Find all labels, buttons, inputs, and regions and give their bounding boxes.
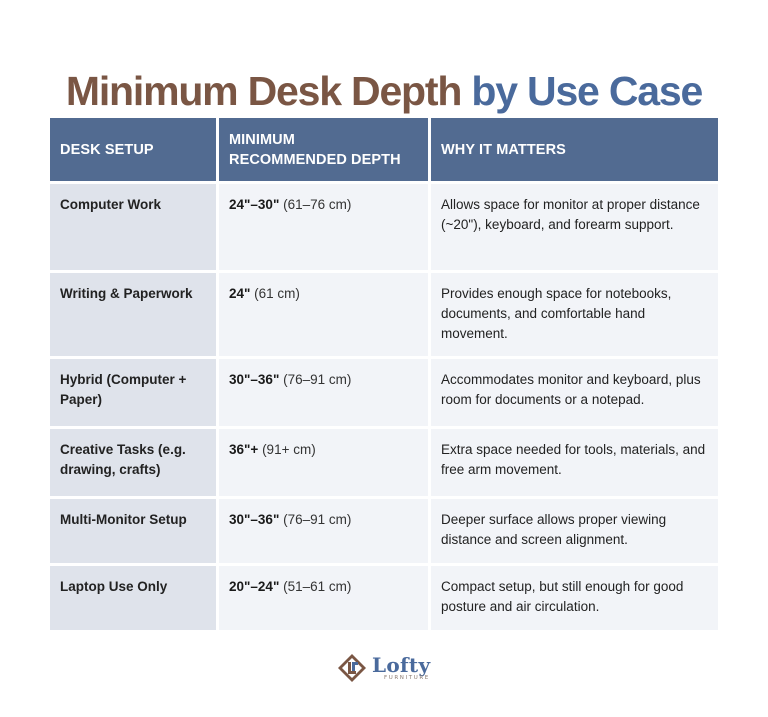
page-title: Minimum Desk Depth by Use Case	[0, 65, 768, 117]
table-row: Creative Tasks (e.g. drawing, crafts) 36…	[50, 429, 718, 496]
depth-cell: 30"–36" (76–91 cm)	[219, 499, 428, 563]
depth-metric: (61–76 cm)	[279, 197, 352, 212]
depth-cell: 20"–24" (51–61 cm)	[219, 566, 428, 630]
setup-cell: Hybrid (Computer + Paper)	[50, 359, 216, 426]
depth-cell: 36"+ (91+ cm)	[219, 429, 428, 496]
depth-cell: 30"–36" (76–91 cm)	[219, 359, 428, 426]
setup-cell: Creative Tasks (e.g. drawing, crafts)	[50, 429, 216, 496]
lofty-furniture-logo-icon	[338, 654, 366, 682]
depth-metric: (61 cm)	[250, 286, 300, 301]
setup-cell: Laptop Use Only	[50, 566, 216, 630]
why-cell: Allows space for monitor at proper dista…	[431, 184, 718, 270]
depth-metric: (76–91 cm)	[279, 512, 352, 527]
header-minimum-depth: MINIMUM RECOMMENDED DEPTH	[219, 118, 428, 181]
depth-metric: (91+ cm)	[258, 442, 316, 457]
brand-logo: Lofty FURNITURE	[337, 652, 430, 684]
why-cell: Extra space needed for tools, materials,…	[431, 429, 718, 496]
table-row: Multi-Monitor Setup 30"–36" (76–91 cm) D…	[50, 499, 718, 563]
depth-cell: 24"–30" (61–76 cm)	[219, 184, 428, 270]
title-part-2: by Use Case	[471, 68, 703, 115]
why-cell: Compact setup, but still enough for good…	[431, 566, 718, 630]
depth-imperial: 24"–30"	[229, 197, 280, 212]
header-row: DESK SETUP MINIMUM RECOMMENDED DEPTH WHY…	[50, 118, 718, 181]
header-minimum-depth-text: MINIMUM RECOMMENDED DEPTH	[229, 131, 401, 168]
depth-cell: 24" (61 cm)	[219, 273, 428, 356]
depth-metric: (51–61 cm)	[279, 579, 352, 594]
table-row: Hybrid (Computer + Paper) 30"–36" (76–91…	[50, 359, 718, 426]
depth-imperial: 36"+	[229, 442, 259, 457]
why-cell: Accommodates monitor and keyboard, plus …	[431, 359, 718, 426]
table-row: Computer Work 24"–30" (61–76 cm) Allows …	[50, 184, 718, 270]
why-cell: Deeper surface allows proper viewing dis…	[431, 499, 718, 563]
depth-metric: (76–91 cm)	[279, 372, 352, 387]
desk-depth-table: DESK SETUP MINIMUM RECOMMENDED DEPTH WHY…	[47, 115, 721, 633]
depth-imperial: 30"–36"	[229, 372, 280, 387]
table-header: DESK SETUP MINIMUM RECOMMENDED DEPTH WHY…	[50, 118, 718, 181]
table-row: Laptop Use Only 20"–24" (51–61 cm) Compa…	[50, 566, 718, 630]
table-row: Writing & Paperwork 24" (61 cm) Provides…	[50, 273, 718, 356]
title-part-1: Minimum Desk Depth	[65, 68, 462, 115]
logo-subtitle: FURNITURE	[384, 674, 430, 681]
logo-wordmark: Lofty	[372, 652, 431, 677]
setup-cell: Computer Work	[50, 184, 216, 270]
header-why-it-matters: WHY IT MATTERS	[431, 118, 718, 181]
depth-imperial: 20"–24"	[229, 579, 280, 594]
setup-cell: Writing & Paperwork	[50, 273, 216, 356]
depth-imperial: 30"–36"	[229, 512, 280, 527]
setup-cell: Multi-Monitor Setup	[50, 499, 216, 563]
why-cell: Provides enough space for notebooks, doc…	[431, 273, 718, 356]
depth-imperial: 24"	[229, 286, 251, 301]
header-desk-setup: DESK SETUP	[50, 118, 216, 181]
